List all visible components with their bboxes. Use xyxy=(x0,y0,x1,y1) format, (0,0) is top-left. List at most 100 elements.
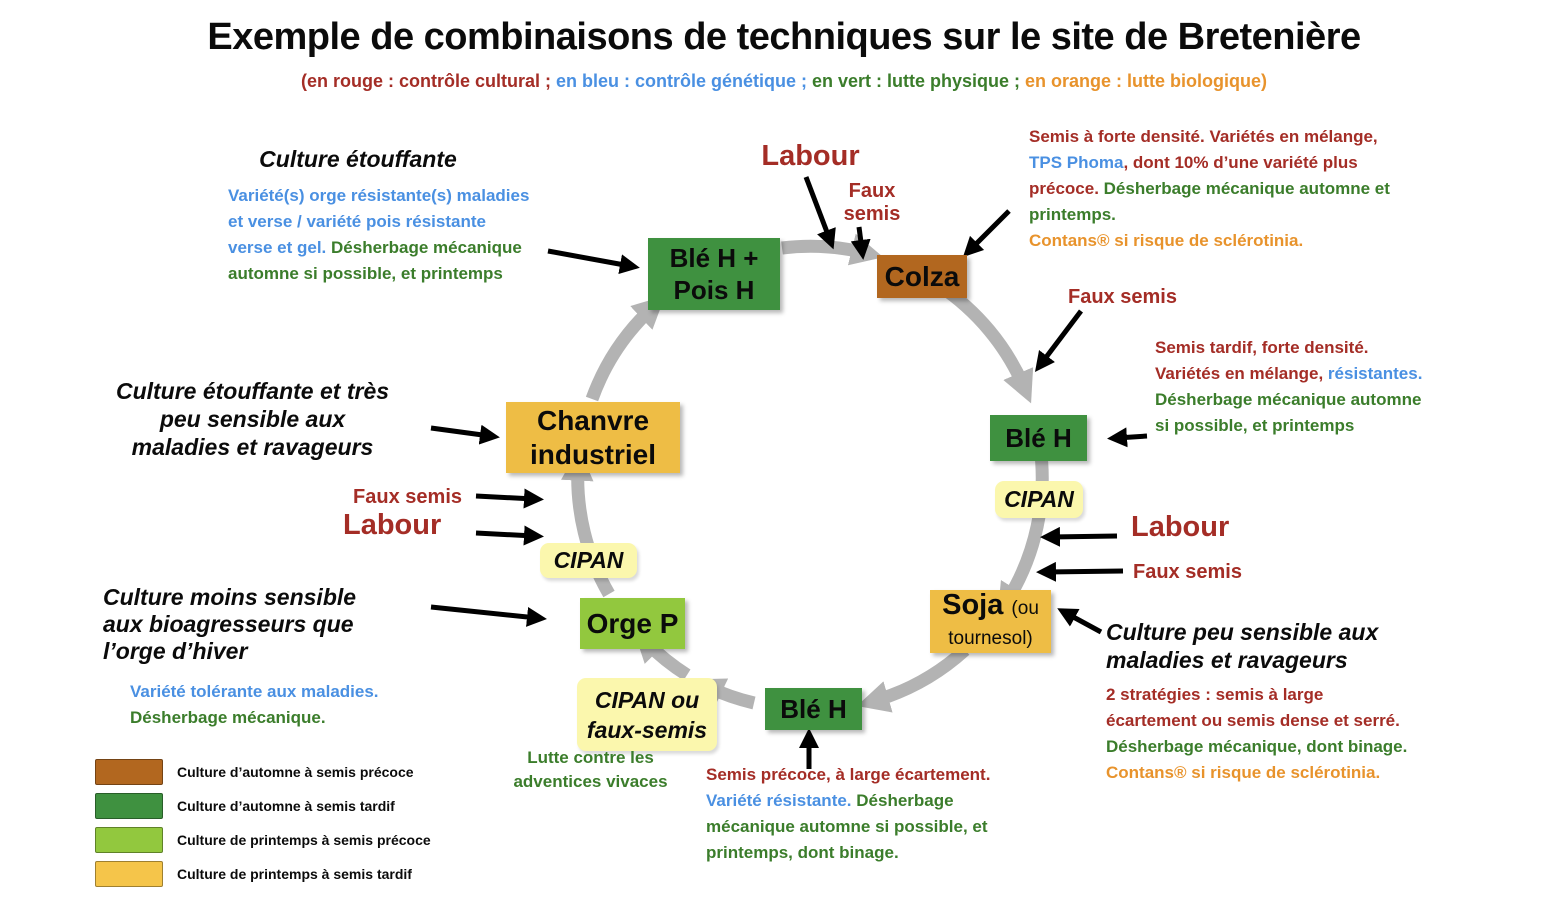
node-cipan-right: CIPAN xyxy=(995,481,1083,518)
node-label: industriel xyxy=(529,438,656,470)
annotation-body: 2 stratégies : semis à large écartement … xyxy=(1106,682,1456,786)
label-faux-semis-top: Faux semis xyxy=(843,180,901,225)
text-segment: printemps, dont binage. xyxy=(706,843,899,862)
node-label: faux-semis xyxy=(586,716,708,743)
text-segment: écartement ou semis dense et serré. xyxy=(1106,711,1400,730)
node-label: CIPAN xyxy=(553,547,624,573)
annotation-heading: Culture étouffante xyxy=(259,146,457,172)
arrow-fauxsemis-top xyxy=(850,226,871,260)
annotation-body: Variété(s) orge résistante(s) maladies e… xyxy=(228,183,573,287)
legend-item: Culture de printemps à semis précoce xyxy=(95,827,431,853)
legend-swatch-autumn-late xyxy=(95,793,163,819)
text-segment: précoce. xyxy=(1029,179,1104,198)
node-label: Blé H + xyxy=(669,243,759,273)
node-cipan-left: CIPAN xyxy=(540,543,637,578)
text-segment: Variété tolérante aux maladies. xyxy=(130,682,379,701)
text-segment: 2 stratégies : semis à large xyxy=(1106,685,1324,704)
node-soja: Soja (ou tournesol) xyxy=(930,590,1051,653)
heading-line: peu sensible aux xyxy=(159,406,346,432)
legend-swatch-spring-early xyxy=(95,827,163,853)
text-segment: Contans® si risque de sclérotinia. xyxy=(1106,763,1381,782)
cycle-arrow-soja-to-bleh-bottom xyxy=(856,645,970,713)
text-segment: verse et gel. xyxy=(228,238,332,257)
label-faux-semis-colza: Faux semis xyxy=(1068,286,1177,308)
label-faux-semis-left: Faux semis xyxy=(353,486,462,508)
arrow-note-to-chanvre xyxy=(430,424,500,445)
cycle-arrow-chanvre-to-blehpoish xyxy=(585,295,666,402)
key-red: (en rouge : contrôle cultural ; xyxy=(300,71,556,91)
label-faux-semis-right: Faux semis xyxy=(1133,561,1242,583)
text-segment: Lutte contre les xyxy=(527,748,654,767)
node-label: tournesol) xyxy=(948,627,1033,649)
text-segment: résistantes. xyxy=(1327,364,1423,383)
text-segment: et verse / variété pois résistante xyxy=(228,212,486,231)
key-blue: en bleu : contrôle génétique ; xyxy=(555,71,812,91)
heading-line: maladies et ravageurs xyxy=(131,434,374,460)
node-label: Pois H xyxy=(673,275,755,305)
arrow-note-to-bleh-right xyxy=(1107,427,1148,448)
annotation-ble-h: Semis tardif, forte densité. Variétés en… xyxy=(1155,335,1465,439)
legend-swatch-autumn-early xyxy=(95,759,163,785)
label-labour-left: Labour xyxy=(343,509,442,541)
text-segment: Contans® si risque de sclérotinia. xyxy=(1029,231,1304,250)
arrow-labour-top xyxy=(803,176,836,250)
soja-main: Soja xyxy=(942,588,1004,621)
arrow-note-to-colza xyxy=(962,209,1011,258)
cycle-arrow-colza-to-bleh xyxy=(936,280,1034,404)
key-orange: en orange : lutte biologique) xyxy=(1025,71,1268,91)
arrow-note-to-soja xyxy=(1057,608,1103,635)
text-segment: automne si possible, et printemps xyxy=(228,264,503,283)
cycle-arrow-orgep-to-chanvre xyxy=(561,448,615,598)
heading-line: aux bioagresseurs que xyxy=(103,611,354,637)
annotation-colza: Semis à forte densité. Variétés en mélan… xyxy=(1029,124,1449,254)
text-segment: Semis précoce, à large écartement. xyxy=(706,765,991,784)
text-segment: Variété résistante. xyxy=(706,791,857,810)
annotation-soja: Culture peu sensible aux maladies et rav… xyxy=(1106,618,1456,786)
annotation-heading: Culture moins sensible aux bioagresseurs… xyxy=(103,584,443,665)
arrow-labour-left xyxy=(475,525,544,546)
cycle-arrow-bleh-to-soja xyxy=(997,445,1049,617)
annotation-chanvre: Culture étouffante et très peu sensible … xyxy=(95,377,410,461)
heading-line: Culture peu sensible aux xyxy=(1106,619,1379,645)
node-ble-h-bottom: Blé H xyxy=(765,688,862,730)
text-segment: TPS Phoma xyxy=(1029,153,1124,172)
text-segment: Désherbage mécanique, dont binage. xyxy=(1106,737,1408,756)
node-chanvre: Chanvre industriel xyxy=(506,402,680,473)
text-segment: Désherbage mécanique xyxy=(331,238,522,257)
text-segment: Désherbage xyxy=(856,791,954,810)
legend-swatch-spring-late xyxy=(95,861,163,887)
node-label: Soja (ou xyxy=(942,590,1039,624)
text-segment: Désherbage mécanique automne et xyxy=(1103,179,1390,198)
heading-line: Culture moins sensible xyxy=(103,584,357,610)
node-label: Colza xyxy=(884,260,960,292)
node-orge-p: Orge P xyxy=(580,598,685,649)
label-labour-right: Labour xyxy=(1131,511,1230,543)
node-cipan-faux-semis: CIPAN ou faux-semis xyxy=(577,678,717,751)
node-label: CIPAN xyxy=(1004,486,1074,512)
annotation-heading: Culture peu sensible aux maladies et rav… xyxy=(1106,618,1456,674)
arrow-fauxsemis-colza xyxy=(1034,309,1083,372)
node-ble-h-pois-h: Blé H + Pois H xyxy=(648,238,780,310)
annotation-orge: Culture moins sensible aux bioagresseurs… xyxy=(103,584,443,731)
node-colza: Colza xyxy=(877,255,967,298)
annotation-culture-etouffante: Culture étouffante Variété(s) orge résis… xyxy=(228,145,573,287)
heading-line: maladies et ravageurs xyxy=(1106,647,1348,673)
arrow-labour-right xyxy=(1040,526,1118,547)
cycle-arrow-blehpoish-to-colza xyxy=(781,233,884,266)
node-label: Chanvre xyxy=(536,404,650,436)
text-segment: mécanique automne si possible, et xyxy=(706,817,988,836)
text-segment: Semis à forte densité. Variétés en mélan… xyxy=(1029,127,1378,146)
text-segment: Semis tardif, forte densité. xyxy=(1155,338,1369,357)
arrow-note-to-orgep xyxy=(430,604,547,627)
legend-label: Culture d’automne à semis précoce xyxy=(177,764,414,780)
text-segment: , dont 10% d’une variété plus xyxy=(1123,153,1358,172)
annotation-body: Variété tolérante aux maladies. Désherba… xyxy=(130,679,443,731)
legend-label: Culture d’automne à semis tardif xyxy=(177,798,395,814)
text-segment: Désherbage mécanique. xyxy=(130,708,326,727)
arrow-fauxsemis-left xyxy=(475,488,544,509)
text-segment: si possible, et printemps xyxy=(1155,416,1355,435)
legend-label: Culture de printemps à semis tardif xyxy=(177,866,412,882)
text-segment: printemps. xyxy=(1029,205,1116,224)
key-green: en vert : lutte physique ; xyxy=(812,71,1026,91)
